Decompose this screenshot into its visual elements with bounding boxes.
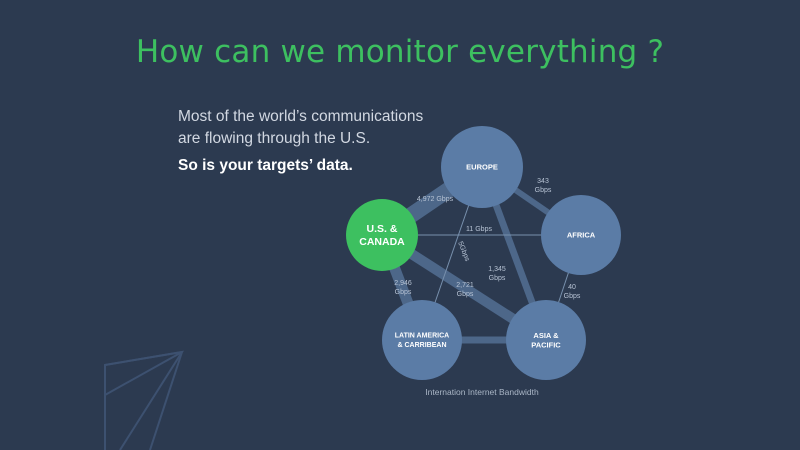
node-latam: LATIN AMERICA& CARRIBEAN: [382, 300, 462, 380]
intro-line-2: are flowing through the U.S.: [178, 130, 371, 147]
tagline: So is your targets’ data.: [178, 157, 353, 174]
node-label-latam: LATIN AMERICA& CARRIBEAN: [395, 333, 449, 350]
node-label-africa: AFRICA: [567, 231, 596, 240]
diagram-caption: Internation Internet Bandwidth: [425, 387, 539, 397]
node-circle-asia: [506, 300, 586, 380]
node-europe: EUROPE: [441, 126, 523, 208]
node-label-us: U.S. &CANADA: [359, 223, 405, 248]
link-label-us-europe: 4,972 Gbps: [417, 196, 454, 203]
node-circle-europe: [441, 126, 523, 208]
slide-title: How can we monitor everything ?: [135, 34, 665, 70]
node-label-asia: ASIA &PACIFIC: [531, 331, 561, 350]
intro-text: Most of the world’s communications are f…: [178, 106, 438, 150]
node-circle-africa: [541, 195, 621, 275]
node-label-europe: EUROPE: [466, 163, 498, 172]
nodes-layer: EUROPE U.S. &CANADA AFRICA LATIN AMERICA& C…: [346, 126, 621, 380]
node-circle-latam: [382, 300, 462, 380]
link-label-us-africa: 11 Gbps: [466, 226, 492, 233]
node-africa: AFRICA: [541, 195, 621, 275]
intro-line-1: Most of the world’s communications: [178, 108, 424, 125]
decorative-wireframe-graphic: [104, 350, 185, 450]
node-circle-us: [346, 199, 418, 271]
node-us: U.S. &CANADA: [346, 199, 418, 271]
node-asia: ASIA &PACIFIC: [506, 300, 586, 380]
link-label-europe-latam: 5Gbps: [456, 241, 470, 263]
